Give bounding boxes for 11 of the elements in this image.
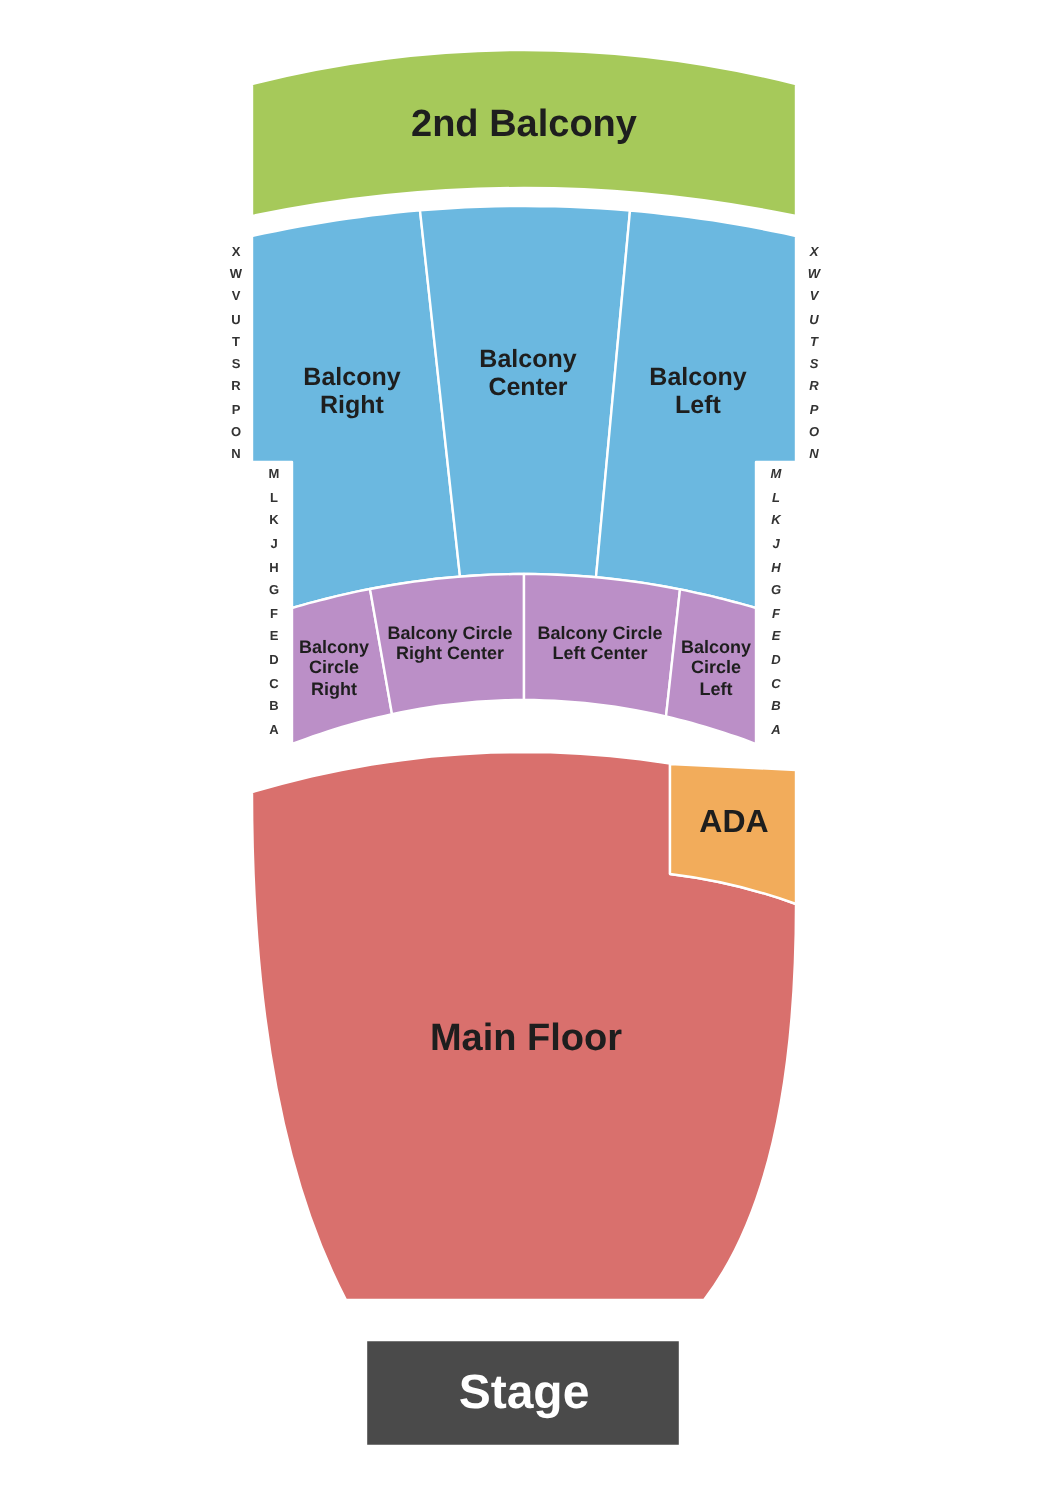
section-label: Balcony Left: [647, 363, 749, 421]
section-label: Balcony Circle Left Center: [535, 623, 665, 665]
section-label: Balcony Center: [477, 345, 579, 403]
stage-label: Stage: [458, 1366, 590, 1422]
section-label: Balcony Circle Right Center: [385, 623, 515, 665]
section-label: Balcony Circle Left: [678, 636, 753, 700]
section-label: ADA: [699, 805, 769, 843]
section-label: 2nd Balcony: [411, 104, 637, 148]
section-label: Balcony Circle Right: [296, 636, 371, 700]
section-label: Balcony Right: [301, 363, 403, 421]
section-label: Main Floor: [429, 1018, 623, 1062]
